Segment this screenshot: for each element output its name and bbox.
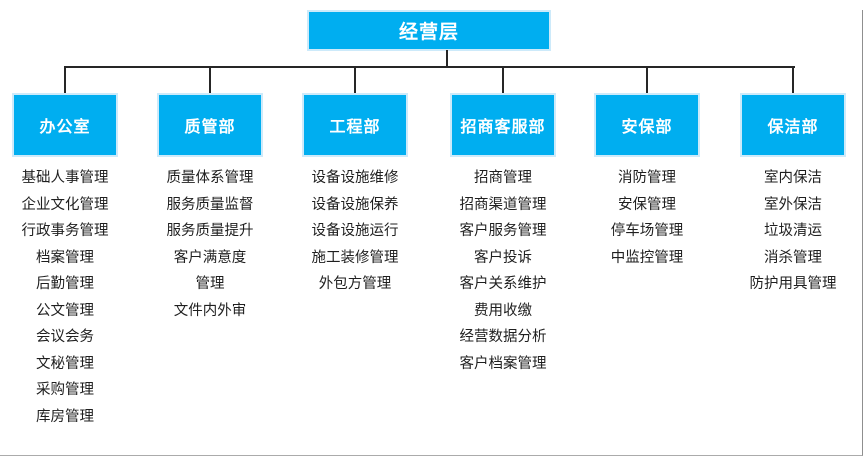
department-label: 质管部 [184,119,236,136]
department-item: 档案管理 [36,249,94,266]
connector-drop-0 [64,66,66,93]
department-item: 室外保洁 [764,196,822,213]
department-item: 会议会务 [36,329,94,345]
department-column: 质管部 质量体系管理服务质量监督服务质量提升客户满意度管理文件内外审 [135,93,285,324]
department-item: 企业文化管理 [21,196,109,213]
connector-drop-2 [354,66,356,93]
connector-drop-5 [792,66,794,93]
department-item: 行政事务管理 [21,223,109,239]
department-item: 客户关系维护 [459,276,547,292]
department-item: 设备设施运行 [311,223,399,239]
department-item: 基础人事管理 [21,170,109,186]
department-item: 采购管理 [36,382,94,398]
department-item: 客户满意度 [173,249,247,266]
department-box: 办公室 [12,93,118,157]
department-item: 管理 [195,276,225,292]
department-item-list: 招商管理招商渠道管理客户服务管理客户投诉客户关系维护费用收缴经营数据分析客户档案… [460,165,547,377]
department-item: 停车场管理 [610,223,684,239]
department-item: 费用收缴 [474,302,532,319]
department-box: 安保部 [594,93,700,157]
root-box: 经营层 [307,10,551,51]
department-item: 公文管理 [36,302,94,319]
department-box: 工程部 [302,93,408,157]
department-item-list: 基础人事管理企业文化管理行政事务管理档案管理后勤管理公文管理会议会务文秘管理采购… [22,165,109,430]
department-item: 文件内外审 [173,302,247,319]
department-item: 客户投诉 [474,249,532,266]
connector-drop-4 [646,66,648,93]
department-item: 质量体系管理 [166,170,254,186]
department-item-list: 设备设施维修设备设施保养设备设施运行施工装修管理外包方管理 [312,165,399,298]
department-item-list: 消防管理安保管理停车场管理中监控管理 [611,165,684,271]
connector-horizontal [64,66,795,68]
department-item: 招商渠道管理 [459,196,547,213]
department-column: 保洁部 室内保洁室外保洁垃圾清运消杀管理防护用具管理 [718,93,866,298]
department-item: 中监控管理 [610,249,684,266]
department-item: 设备设施维修 [311,170,399,186]
connector-root-drop [446,50,448,67]
department-box: 招商客服部 [450,93,556,157]
department-column: 安保部 消防管理安保管理停车场管理中监控管理 [572,93,722,271]
department-item: 安保管理 [618,196,676,213]
department-item: 设备设施保养 [311,196,399,213]
department-item: 招商管理 [474,170,532,186]
department-item: 防护用具管理 [749,276,837,292]
department-item: 室内保洁 [764,170,822,186]
root-label: 经营层 [398,22,459,43]
connector-drop-1 [209,66,211,93]
connector-drop-3 [502,66,504,93]
department-item: 经营数据分析 [459,329,547,345]
department-column: 办公室 基础人事管理企业文化管理行政事务管理档案管理后勤管理公文管理会议会务文秘… [0,93,140,430]
department-item: 施工装修管理 [311,249,399,266]
department-label: 保洁部 [767,119,819,136]
department-item: 库房管理 [36,408,94,425]
department-label: 招商客服部 [460,119,546,136]
department-column: 工程部 设备设施维修设备设施保养设备设施运行施工装修管理外包方管理 [280,93,430,298]
department-label: 工程部 [329,119,381,136]
department-label: 办公室 [39,119,91,136]
department-label: 安保部 [621,119,673,136]
department-item: 外包方管理 [318,276,392,292]
department-item: 消杀管理 [764,249,822,266]
department-item: 后勤管理 [36,276,94,292]
department-item: 垃圾清运 [764,223,822,239]
department-item: 文秘管理 [36,355,94,372]
department-item: 服务质量监督 [166,196,254,213]
department-item: 服务质量提升 [166,223,254,239]
department-column: 招商客服部 招商管理招商渠道管理客户服务管理客户投诉客户关系维护费用收缴经营数据… [428,93,578,377]
department-item: 客户档案管理 [459,355,547,372]
department-item: 消防管理 [618,170,676,186]
department-box: 保洁部 [740,93,846,157]
department-box: 质管部 [157,93,263,157]
department-item-list: 室内保洁室外保洁垃圾清运消杀管理防护用具管理 [750,165,837,298]
department-item: 客户服务管理 [459,223,547,239]
department-item-list: 质量体系管理服务质量监督服务质量提升客户满意度管理文件内外审 [167,165,254,324]
